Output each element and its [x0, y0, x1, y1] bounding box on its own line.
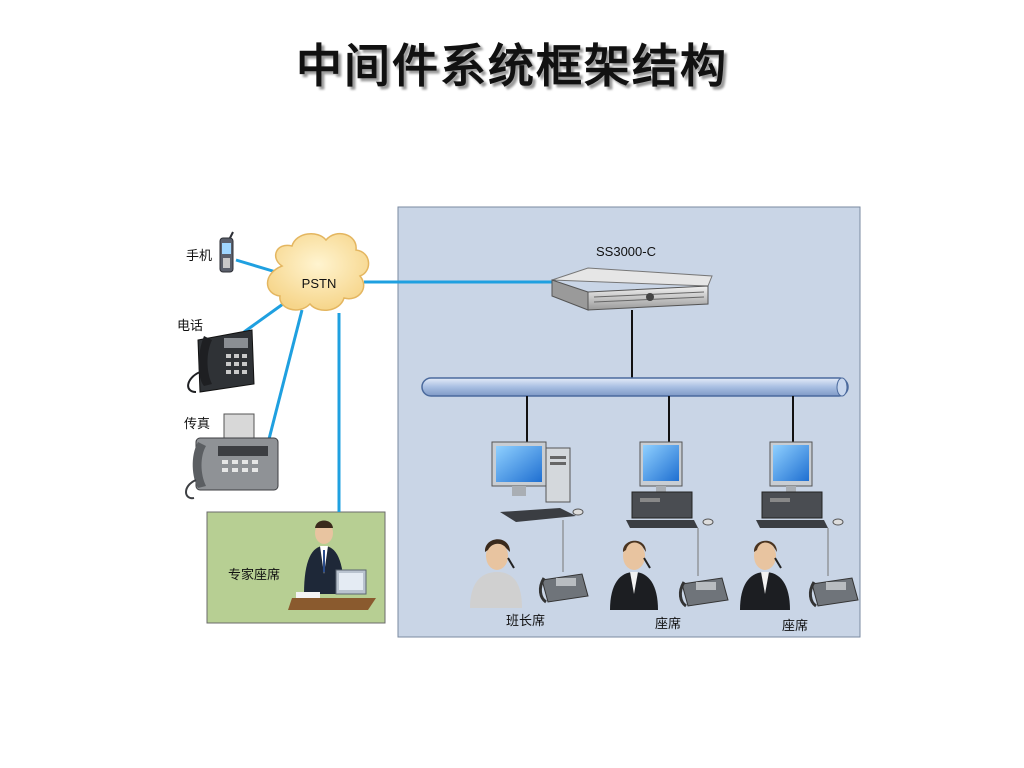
desk-phone-icon — [187, 329, 255, 393]
pstn-label: PSTN — [302, 276, 337, 291]
seat-1-label: 座席 — [655, 616, 681, 632]
supervisor-computer-icon — [491, 441, 584, 522]
pstn-links — [235, 258, 556, 512]
expert-person-icon — [288, 520, 376, 610]
server-icon — [551, 267, 713, 311]
pstn-cloud: PSTN — [266, 232, 370, 311]
seat-1-phone-icon — [678, 577, 729, 608]
expert-seat-label: 专家座席 — [228, 567, 280, 583]
bus-drop-lines — [526, 396, 794, 442]
seat-2-label: 座席 — [782, 618, 808, 634]
network-bus — [421, 377, 849, 397]
seat-1-computer-icon — [626, 441, 714, 528]
mobile-label: 手机 — [186, 249, 212, 264]
fax-machine-icon — [185, 413, 279, 500]
supervisor-phone-icon — [538, 573, 589, 604]
seat-2-computer-icon — [756, 441, 844, 528]
supervisor-seat-label: 班长席 — [506, 613, 545, 629]
seat-2-agent-icon — [740, 540, 790, 610]
seat-1-agent-icon — [610, 540, 658, 610]
page-title: 中间件系统框架结构 — [296, 39, 728, 93]
server-label: SS3000-C — [596, 244, 656, 259]
fax-label: 传真 — [184, 417, 210, 432]
seat-2-phone-icon — [808, 577, 859, 608]
phone-label: 电话 — [177, 319, 203, 334]
mobile-phone-icon — [219, 231, 234, 273]
supervisor-agent-icon — [470, 539, 522, 608]
